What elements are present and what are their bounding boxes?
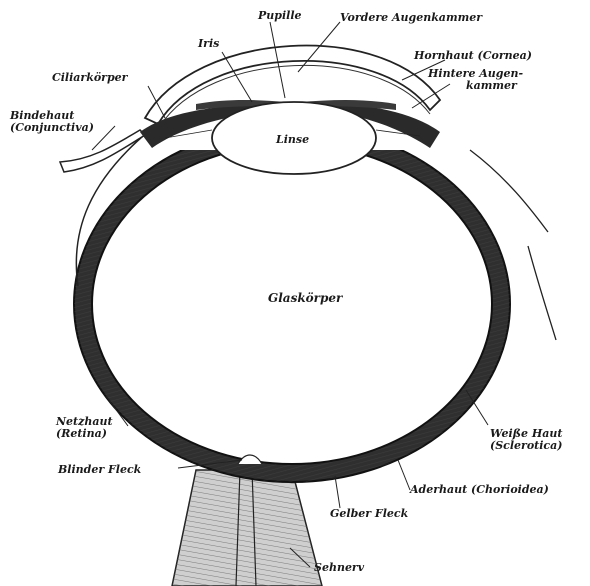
- label-gelber-fleck: Gelber Fleck: [330, 508, 408, 520]
- label-linse: Linse: [276, 134, 309, 146]
- label-aderhaut: Aderhaut (Chorioidea): [410, 484, 549, 496]
- label-pupille: Pupille: [258, 10, 302, 22]
- label-bindehaut: Bindehaut (Conjunctiva): [10, 110, 94, 134]
- label-hornhaut: Hornhaut (Cornea): [414, 50, 532, 62]
- label-netzhaut: Netzhaut (Retina): [56, 416, 113, 440]
- label-vordere-augenkammer: Vordere Augenkammer: [340, 12, 482, 24]
- label-ciliarkoerper: Ciliarkörper: [52, 72, 127, 84]
- label-iris: Iris: [198, 38, 219, 50]
- label-weisse-haut: Weiße Haut (Sclerotica): [490, 428, 562, 452]
- label-hintere-augenkammer: Hintere Augen- kammer: [428, 68, 523, 92]
- label-sehnerv: Sehnerv: [314, 562, 364, 574]
- optic-nerve: [172, 470, 322, 586]
- label-blinder-fleck: Blinder Fleck: [58, 464, 141, 476]
- conjunctiva: [60, 130, 145, 172]
- label-glaskoerper: Glaskörper: [268, 292, 342, 304]
